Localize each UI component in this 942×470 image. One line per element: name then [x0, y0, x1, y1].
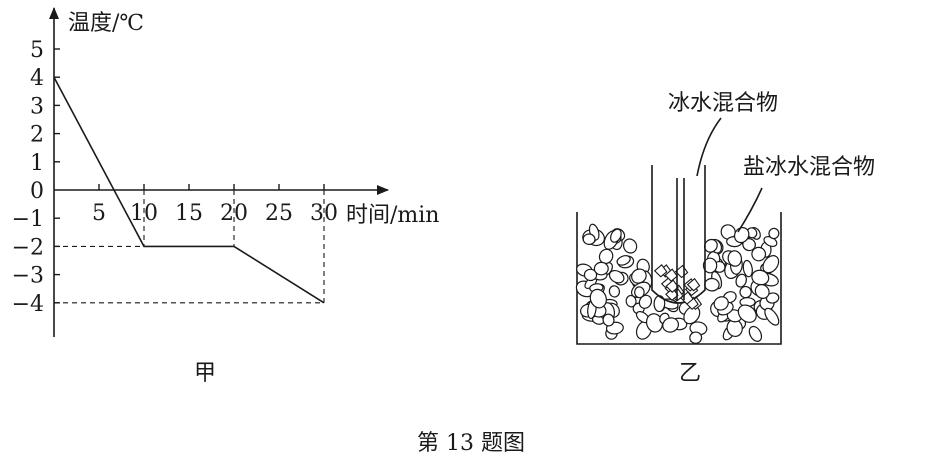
pebble — [751, 269, 770, 286]
ice-shard — [680, 291, 694, 305]
y-tick-label: 5 — [30, 38, 44, 63]
ice-shard — [686, 277, 701, 292]
origin-label: 0 — [30, 179, 44, 204]
pebble — [608, 269, 625, 284]
ice-water-shards — [653, 263, 703, 311]
outer-label: 盐冰水混合物 — [743, 155, 875, 180]
y-tick-label: 3 — [30, 94, 44, 119]
pebble — [610, 228, 622, 243]
x-tick-label: 5 — [92, 201, 106, 226]
x-tick-label: 10 — [130, 201, 158, 226]
y-tick-label: 1 — [30, 151, 44, 176]
pebble — [589, 288, 607, 309]
pebble — [713, 296, 729, 311]
y-tick-label: −3 — [12, 264, 44, 289]
dashed-guide-lines — [54, 190, 325, 304]
pebble — [602, 313, 615, 327]
pebble — [616, 255, 631, 266]
pebble — [739, 285, 752, 299]
pebble — [742, 259, 753, 278]
ice-shard — [665, 279, 679, 293]
x-tick-label: 25 — [265, 201, 293, 226]
outer-label-leader — [737, 187, 763, 233]
y-axis-label: 温度/℃ — [68, 11, 144, 36]
inner-label-leader — [696, 117, 722, 177]
pebble — [702, 257, 718, 274]
pebble — [748, 325, 763, 342]
y-tick-label: −2 — [12, 235, 44, 260]
pebble — [762, 255, 780, 274]
y-tick-label: −4 — [12, 292, 44, 317]
pebble — [689, 331, 703, 344]
pebble — [768, 227, 780, 240]
x-tick-label: 15 — [175, 201, 203, 226]
pebble — [593, 261, 609, 276]
pebble — [703, 238, 718, 253]
pebble — [625, 294, 637, 308]
pebble — [704, 277, 720, 292]
x-tick-labels: 5 10 15 20 25 30 — [92, 201, 338, 226]
pebble — [582, 233, 596, 246]
y-tick-labels: 5 4 3 2 1 −1 −2 −3 −4 — [12, 38, 44, 317]
thermometer-stem — [676, 178, 685, 300]
pebble — [751, 246, 767, 262]
diagram-panel-label: 乙 — [679, 361, 701, 386]
y-tick-label: 2 — [30, 123, 44, 148]
test-tube — [651, 165, 706, 304]
x-axis-label: 时间/min — [346, 203, 439, 228]
y-tick-label: −1 — [12, 207, 44, 232]
pebble — [622, 238, 638, 254]
salt-ice-pebbles — [575, 223, 780, 344]
pebble — [737, 304, 757, 323]
ice-shard — [653, 263, 668, 278]
temperature-series — [53, 76, 325, 304]
figure-caption: 第 13 题图 — [417, 431, 525, 456]
graph-panel-label: 甲 — [194, 361, 216, 386]
inner-label: 冰水混合物 — [668, 91, 778, 116]
pebble — [727, 250, 743, 267]
temperature-line — [53, 76, 325, 304]
pebble — [754, 284, 770, 299]
pebble — [662, 317, 680, 333]
x-tick-label: 30 — [310, 201, 338, 226]
pebble — [634, 286, 645, 299]
pebble — [735, 273, 747, 288]
pebble — [583, 268, 598, 282]
pebble — [631, 268, 647, 284]
pebble — [765, 292, 780, 304]
y-tick-label: 4 — [30, 66, 44, 91]
beaker-diagram: 冰水混合物 盐冰水混合物 乙 — [575, 91, 875, 386]
x-tick-marks — [98, 184, 325, 190]
beaker-wall — [576, 212, 782, 345]
pebble — [764, 307, 780, 326]
pebble — [608, 285, 621, 298]
x-tick-label: 20 — [220, 201, 248, 226]
pebble — [638, 294, 653, 309]
